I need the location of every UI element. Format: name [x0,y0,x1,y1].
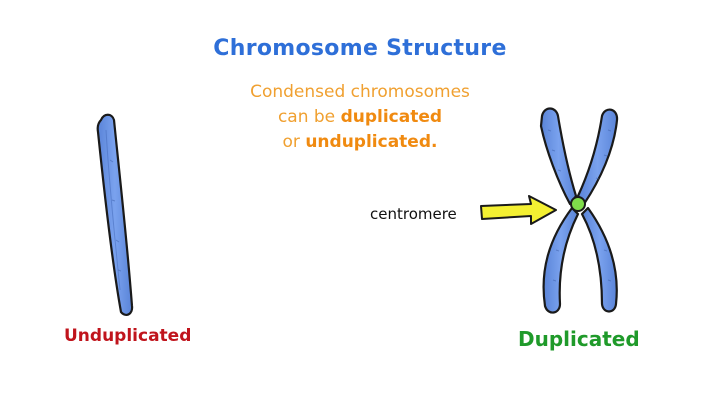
centromere-label: centromere [370,205,457,223]
subtitle-line-2-prefix: can be [277,107,341,127]
subtitle-line-3-prefix: or [282,132,306,152]
chromatid-lower-left [542,206,580,314]
subtitle-line-1: Condensed chromosomes [250,82,470,102]
chromatid-lower-right [580,206,618,313]
unduplicated-chromatid [96,113,134,316]
unduplicated-chromosome [96,113,134,316]
diagram-subtitle: Condensed chromosomes can be duplicated … [0,80,720,155]
subtitle-unduplicated-word: unduplicated. [305,132,438,152]
unduplicated-label: Unduplicated [64,326,192,346]
centromere-dot [570,196,586,212]
duplicated-label: Duplicated [518,327,640,351]
subtitle-line-3: or unduplicated. [0,130,720,155]
diagram-title: Chromosome Structure [213,36,507,61]
duplicated-chromosome [539,107,619,314]
chromatid-upper-left [539,107,578,206]
subtitle-line-2: can be duplicated [0,105,720,130]
subtitle-duplicated-word: duplicated [340,107,443,127]
centromere-arrow [480,195,557,225]
chromatid-upper-right [576,108,619,206]
